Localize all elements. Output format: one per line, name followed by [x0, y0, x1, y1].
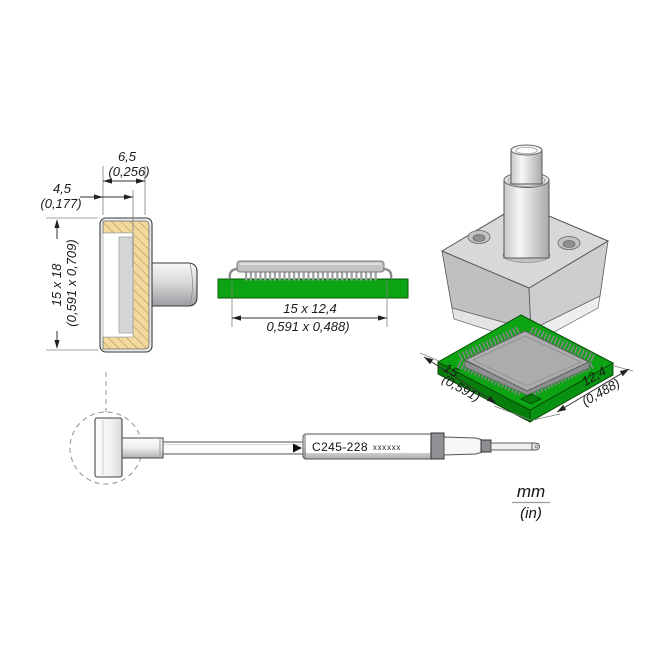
cartridge-side-view: C245-228 xxxxxx: [69, 372, 540, 485]
dim-tip-depth-total-mm: 6,5: [118, 149, 137, 164]
cartridge-rod-tip: [531, 442, 540, 451]
dim-tip-depth-total-in: (0,256): [108, 164, 149, 179]
dim-component-side-mm: 15 x 12,4: [283, 301, 337, 316]
tip-cavity-lining: [118, 236, 134, 334]
flange-hole-right: [557, 236, 581, 250]
chip-iso-top: [463, 330, 591, 392]
dim-tip-face-in: (0,591 x 0,709): [64, 239, 79, 326]
shaft-inner-tube: [510, 149, 543, 185]
chip-iso-inner-line: [472, 335, 582, 387]
dim-tip-depth-inner: 4,5 (0,177): [40, 181, 134, 268]
tip-cross-section-view: 6,5 (0,256) 4,5 (0,177) 15 x 18 (0,591 x…: [40, 149, 198, 353]
chip-body-side: [236, 260, 385, 273]
component-side-view: 15 x 12,4 0,591 x 0,488): [217, 260, 409, 334]
dim-component-side-in: 0,591 x 0,488): [266, 319, 349, 334]
dim-tip-depth-inner-in: (0,177): [40, 196, 81, 211]
cartridge-tip-head: [94, 417, 123, 478]
flange-hole-left: [467, 230, 491, 244]
units-imperial: (in): [520, 505, 542, 522]
shaft-sleeve: [503, 179, 550, 259]
dim-component-side: 15 x 12,4 0,591 x 0,488): [231, 281, 388, 334]
cartridge-model-label: C245-228: [312, 440, 368, 454]
iso-view: 15 (0,591) 12,4 (0,488): [419, 144, 634, 423]
chip-end-lead-left: [228, 267, 239, 280]
cartridge-mid-section: [443, 436, 485, 456]
dim-tip-face-mm: 15 x 18: [49, 263, 64, 306]
units-metric: mm: [517, 482, 545, 501]
orientation-marker: [293, 443, 302, 453]
dim-tip-face: 15 x 18 (0,591 x 0,709): [46, 217, 98, 351]
tip-shaft-profile: [149, 262, 198, 307]
units-legend: mm (in): [512, 482, 550, 522]
dim-tip-depth-total: 6,5 (0,256): [102, 149, 150, 215]
cartridge-code-label: xxxxxx: [373, 443, 401, 452]
cartridge-neck: [121, 437, 164, 459]
cartridge-rod: [490, 442, 533, 451]
dim-tip-depth-inner-mm: 4,5: [53, 181, 72, 196]
pcb-corner-notch: [520, 393, 542, 405]
pcb-side: [217, 278, 409, 299]
chip-end-lead-right: [382, 267, 393, 280]
cartridge-ferrule-1: [430, 432, 445, 460]
cartridge-ferrule-2: [480, 439, 492, 453]
cartridge-shaft: [162, 441, 304, 455]
